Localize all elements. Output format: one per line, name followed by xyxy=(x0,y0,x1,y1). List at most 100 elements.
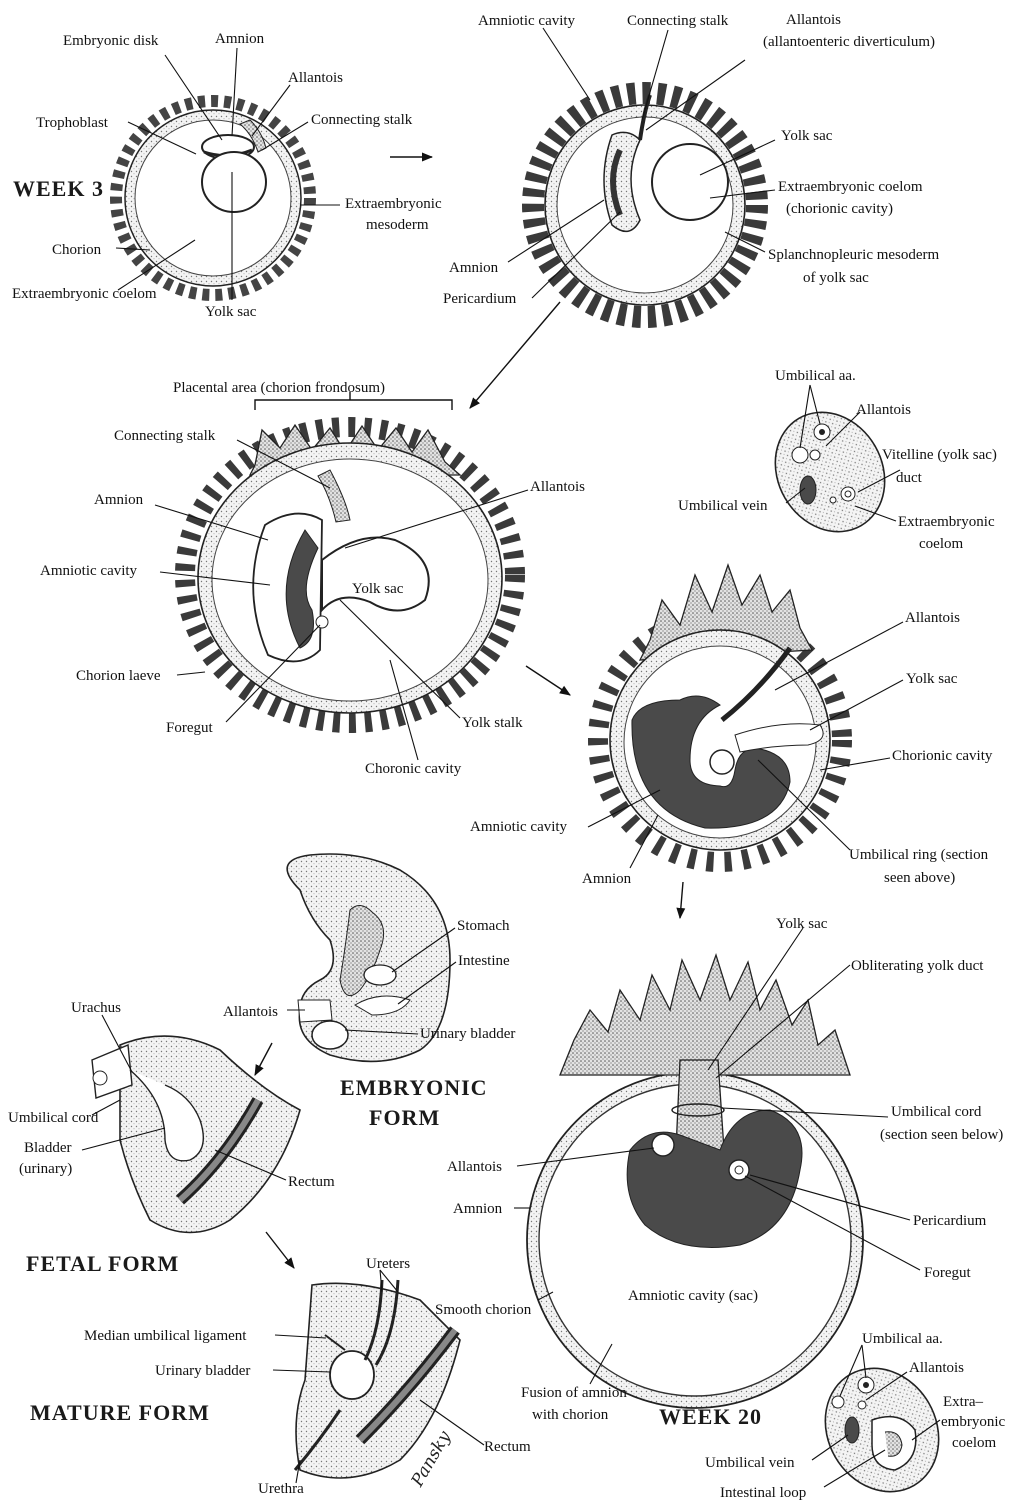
title-embryonic: EMBRYONIC xyxy=(340,1075,488,1100)
label-embryonic-disk: Embryonic disk xyxy=(63,33,159,49)
label-extra-embryonic-a: Extra– xyxy=(943,1394,983,1410)
label-yolk-sac-8: Yolk sac xyxy=(776,916,828,932)
label-amniotic-cavity-5: Amniotic cavity xyxy=(470,819,568,835)
label-pericardium-2: Pericardium xyxy=(443,291,517,307)
label-pericardium-8: Pericardium xyxy=(913,1213,987,1229)
title-fetal-form: FETAL FORM xyxy=(26,1251,179,1276)
arrow-7-to-9 xyxy=(266,1232,294,1268)
label-extraembryonic-coelom-4b: coelom xyxy=(919,536,963,552)
label-intestine: Intestine xyxy=(458,953,510,969)
label-amnion-2: Amnion xyxy=(449,260,499,276)
label-amnion-5: Amnion xyxy=(582,871,632,887)
label-rectum-9: Rectum xyxy=(484,1439,531,1455)
label-amniotic-cavity-2: Amniotic cavity xyxy=(478,13,576,29)
label-umbilical-ring-b: seen above) xyxy=(884,870,955,886)
label-urinary-bladder-9: Urinary bladder xyxy=(155,1363,250,1379)
label-bladder-b: (urinary) xyxy=(19,1161,72,1177)
fetal-form-diagram xyxy=(92,1036,300,1232)
label-allantois-8: Allantois xyxy=(447,1159,502,1175)
label-choronic-cavity: Choronic cavity xyxy=(365,761,462,777)
label-allantois-6: Allantois xyxy=(223,1004,278,1020)
label-umbilical-aa-10: Umbilical aa. xyxy=(862,1331,943,1347)
label-extraembryonic-coelom-4a: Extraembryonic xyxy=(898,514,995,530)
label-splanchnopleuric-a: Splanchnopleuric mesoderm xyxy=(768,247,940,263)
allantois-8 xyxy=(652,1134,674,1156)
label-extraembryonic-coelom-2b: (chorionic cavity) xyxy=(786,201,893,217)
week20-diagram xyxy=(527,955,863,1408)
diagram-5 xyxy=(598,565,842,862)
extraembryonic-coelom-pocket xyxy=(830,497,836,503)
label-umbilical-cord-8a: Umbilical cord xyxy=(891,1104,982,1120)
umbilical-artery-d xyxy=(832,1396,844,1408)
arrow-2-to-3 xyxy=(470,302,560,408)
label-allantois-4: Allantois xyxy=(856,402,911,418)
label-vitelline-a: Vitelline (yolk sac) xyxy=(882,447,997,463)
label-trophoblast: Trophoblast xyxy=(36,115,109,131)
label-allantois-1: Allantois xyxy=(288,70,343,86)
urinary-bladder-6 xyxy=(312,1021,348,1049)
label-umbilical-ring-a: Umbilical ring (section xyxy=(849,847,989,863)
title-week-20: WEEK 20 xyxy=(659,1404,762,1429)
label-umbilical-vein-1: Umbilical vein xyxy=(678,498,768,514)
label-fusion-a: Fusion of amnion xyxy=(521,1385,627,1401)
placenta-villi-8 xyxy=(560,955,850,1075)
label-foregut-8: Foregut xyxy=(924,1265,971,1281)
label-chorion-laeve: Chorion laeve xyxy=(76,668,161,684)
arrow-3-to-5 xyxy=(526,666,570,695)
label-rectum-7: Rectum xyxy=(288,1174,335,1190)
yolk-sac-2 xyxy=(652,144,728,220)
label-amnion-3: Amnion xyxy=(94,492,144,508)
label-stomach: Stomach xyxy=(457,918,510,934)
arrow-5-to-8 xyxy=(680,882,683,918)
label-connecting-stalk-2: Connecting stalk xyxy=(627,13,729,29)
title-embryonic-form: FORM xyxy=(369,1105,440,1130)
umbilical-artery-a xyxy=(792,447,808,463)
label-obliterating-yolk-duct: Obliterating yolk duct xyxy=(851,958,984,974)
label-splanchnopleuric-b: of yolk sac xyxy=(803,270,869,286)
fetal-body-7 xyxy=(120,1036,300,1232)
label-allantois-5: Allantois xyxy=(905,610,960,626)
label-amniotic-cavity-3: Amniotic cavity xyxy=(40,563,138,579)
label-yolk-stalk: Yolk stalk xyxy=(462,715,523,731)
label-foregut-3: Foregut xyxy=(166,720,213,736)
foregut-3 xyxy=(316,616,328,628)
label-extra-embryonic-c: coelom xyxy=(952,1435,996,1451)
label-urinary-bladder-6: Urinary bladder xyxy=(420,1026,515,1042)
label-extraembryonic-coelom-2a: Extraembryonic coelom xyxy=(778,179,923,195)
label-amnion-8: Amnion xyxy=(453,1201,503,1217)
allantois-section-2 xyxy=(858,1401,866,1409)
label-allantois-3: Allantois xyxy=(530,479,585,495)
label-urachus: Urachus xyxy=(71,1000,121,1016)
label-extraembryonic-mesoderm-b: mesoderm xyxy=(366,217,429,233)
foregut-8 xyxy=(735,1166,743,1174)
label-ureters: Ureters xyxy=(366,1256,410,1272)
title-week-3: WEEK 3 xyxy=(13,176,104,201)
label-yolk-sac-3: Yolk sac xyxy=(352,581,404,597)
label-extraembryonic-mesoderm-a: Extraembryonic xyxy=(345,196,442,212)
label-umbilical-cord-8b: (section seen below) xyxy=(880,1127,1003,1143)
label-chorionic-cavity-5: Chorionic cavity xyxy=(892,748,993,764)
allantois-section-1 xyxy=(810,450,820,460)
label-intestinal-loop: Intestinal loop xyxy=(720,1485,806,1501)
label-yolk-sac-5: Yolk sac xyxy=(906,671,958,687)
label-umbilical-vein-10: Umbilical vein xyxy=(705,1455,795,1471)
title-mature-form: MATURE FORM xyxy=(30,1400,210,1425)
yolk-sac-1 xyxy=(202,152,266,212)
label-umbilical-aa-1: Umbilical aa. xyxy=(775,368,856,384)
label-connecting-stalk-3: Connecting stalk xyxy=(114,428,216,444)
umbilical-vein-2 xyxy=(845,1417,859,1443)
label-allantois-2a: Allantois xyxy=(786,12,841,28)
vitelline-duct-lumen xyxy=(845,491,851,497)
label-amnion-1: Amnion xyxy=(215,31,265,47)
label-amniotic-cavity-sac: Amniotic cavity (sac) xyxy=(628,1288,758,1304)
umbilical-ring-5 xyxy=(710,750,734,774)
label-umbilical-cord-7: Umbilical cord xyxy=(8,1110,99,1126)
umbilical-cord-lumen-7 xyxy=(93,1071,107,1085)
label-median-umbilical: Median umbilical ligament xyxy=(84,1328,247,1344)
label-allantois-2b: (allantoenteric diverticulum) xyxy=(763,34,935,50)
label-yolk-sac-1: Yolk sac xyxy=(205,304,257,320)
label-connecting-stalk-1: Connecting stalk xyxy=(311,112,413,128)
label-extra-embryonic-b: embryonic xyxy=(941,1414,1005,1430)
label-allantois-10: Allantois xyxy=(909,1360,964,1376)
